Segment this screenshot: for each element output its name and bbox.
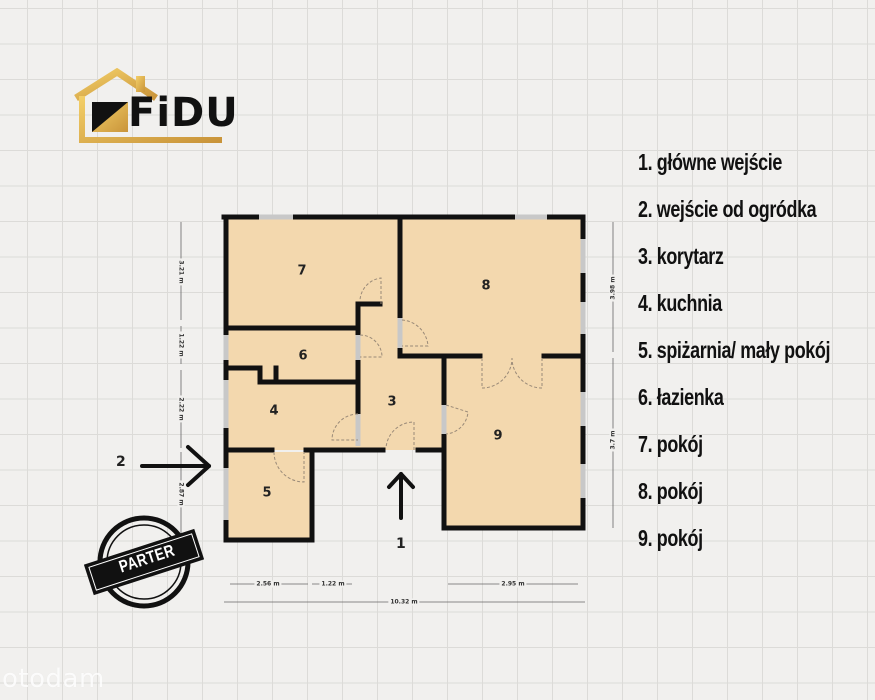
dimension-label: 3.7 m: [609, 428, 617, 452]
entrance-arrows: [140, 445, 415, 520]
dimension-label: 1.22 m: [177, 331, 185, 359]
stamp-icon: [83, 515, 205, 609]
entrance-marker-main: 1: [396, 536, 406, 552]
legend-item: 5. spiżarnia/ mały pokój: [638, 337, 831, 363]
door-swings: [273, 277, 543, 483]
room-number-4: 4: [269, 403, 279, 419]
house-logo-icon: [74, 67, 222, 143]
room-legend: 1. główne wejście 2. wejście od ogródka …: [638, 144, 873, 567]
legend-item: 9. pokój: [638, 525, 703, 551]
logo-text: FiDU: [128, 90, 239, 136]
fidu-logo: FiDU: [72, 67, 242, 146]
dimension-label: 2.22 m: [177, 395, 185, 423]
dimension-label: 2.56 m: [254, 580, 282, 588]
legend-item: 6. łazienka: [638, 384, 724, 410]
dimension-label: 3.21 m: [177, 258, 185, 286]
legend-item: 8. pokój: [638, 478, 703, 504]
dimension-label: 3.98 m: [609, 274, 617, 302]
dimension-label: 1.22 m: [319, 580, 347, 588]
room-number-3: 3: [387, 394, 397, 410]
dimension-label: 2.87 m: [177, 480, 185, 508]
room-fills: [226, 218, 582, 540]
dimension-label: 10.32 m: [388, 598, 420, 606]
room-number-9: 9: [493, 428, 503, 444]
legend-item: 4. kuchnia: [638, 290, 722, 316]
windows: [223, 214, 586, 520]
room-number-7: 7: [297, 263, 307, 279]
walls: [221, 214, 586, 543]
dimension-label: 2.95 m: [499, 580, 527, 588]
room-number-8: 8: [481, 278, 491, 294]
legend-item: 1. główne wejście: [638, 149, 782, 175]
floor-stamp: PARTER: [83, 512, 205, 612]
otodom-watermark: otodam: [2, 664, 105, 694]
room-number-6: 6: [298, 348, 308, 364]
room-number-5: 5: [262, 485, 272, 501]
legend-item: 7. pokój: [638, 431, 703, 457]
legend-item: 2. wejście od ogródka: [638, 196, 817, 222]
entrance-marker-garden: 2: [116, 454, 126, 470]
legend-item: 3. korytarz: [638, 243, 724, 269]
